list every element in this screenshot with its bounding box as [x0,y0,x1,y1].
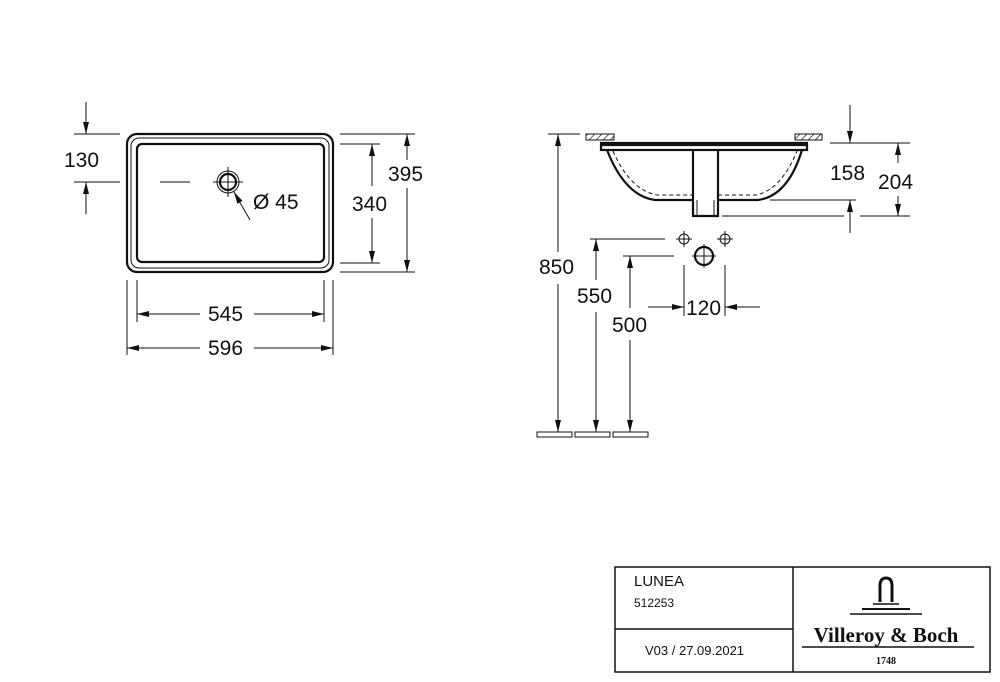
brand-logo: Villeroy & Boch 1748 [802,576,974,667]
brand-year: 1748 [876,656,896,667]
dim-outer-depth: 395 [388,163,423,186]
dim-outer-width: 596 [208,337,243,360]
tap-hole-right-icon [717,231,733,247]
version-date: V03 / 27.09.2021 [645,643,744,658]
dim-drain-offset: 130 [64,149,99,172]
dim-tap-spacing: 120 [686,297,721,320]
countertop-left [585,133,615,141]
dim-drain-height: 500 [612,314,647,337]
countertop-right [794,133,823,141]
dim-inner-depth: 340 [352,193,387,216]
dim-tap-height: 550 [577,285,612,308]
plan-view: Ø 45 130 340 395 545 596 [64,102,423,360]
basin-outline-outer [125,132,335,274]
dim-total-depth: 204 [878,171,913,194]
fountain-icon [850,576,922,615]
dim-basin-depth: 158 [830,162,865,185]
product-name: LUNEA [634,573,684,590]
floor [536,431,649,438]
dim-drain-diameter: Ø 45 [253,191,299,214]
basin-bowl [605,149,804,202]
dim-inner-width: 545 [208,303,243,326]
article-number: 512253 [634,596,674,610]
brand-name: Villeroy & Boch [814,623,959,647]
tap-hole-left-icon [676,231,692,247]
basin-outline-inner [135,142,326,264]
basin-rim [599,143,809,152]
drain-icon [213,167,243,197]
waste-outlet-icon [692,244,716,268]
title-block: LUNEA 512253 V03 / 27.09.2021 Villeroy &… [614,566,991,673]
side-view: 158 204 850 550 500 [536,105,913,438]
drain-tailpiece [691,150,720,218]
dim-counter-height: 850 [539,256,574,279]
